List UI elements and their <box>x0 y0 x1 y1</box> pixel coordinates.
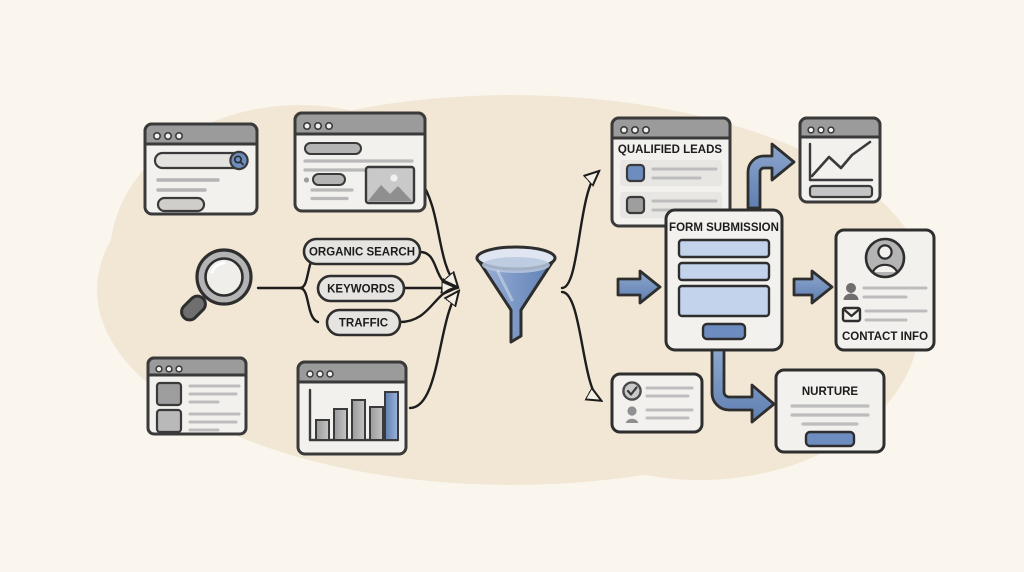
form-textarea[interactable] <box>677 284 771 318</box>
analytics-window[interactable] <box>798 116 882 204</box>
window-dots <box>306 370 334 378</box>
analytics-footer-bar <box>808 184 874 199</box>
search-icon <box>233 155 244 166</box>
form-submission-card[interactable]: FORM SUBMISSION <box>664 208 784 352</box>
task-lines-2 <box>645 408 694 420</box>
task-list-card[interactable] <box>610 372 704 434</box>
contact-name-lines <box>862 286 928 299</box>
stage-label-text: TRAFFIC <box>339 318 388 330</box>
stage-label-text: KEYWORDS <box>327 284 395 296</box>
window-dots <box>153 132 184 141</box>
list-text-lines <box>188 384 241 432</box>
stage-label-traffic[interactable]: TRAFFIC <box>325 308 402 337</box>
window-dots <box>619 126 650 135</box>
window-dots <box>807 126 835 134</box>
heading-pill <box>304 142 362 155</box>
nurture-text-lines <box>790 404 870 426</box>
avatar <box>864 237 906 279</box>
lead-row-1[interactable] <box>620 160 722 186</box>
text-lines <box>156 178 220 192</box>
curved-arrow-form-to-nurture <box>710 348 776 424</box>
thumbnail-1 <box>155 381 183 407</box>
contact-info-title: CONTACT INFO <box>842 331 928 343</box>
stage-label-organic-search[interactable]: ORGANIC SEARCH <box>302 237 422 266</box>
form-submit-button[interactable] <box>701 322 747 341</box>
cta-button[interactable] <box>156 196 206 213</box>
nurture-cta-button[interactable] <box>804 430 856 448</box>
curved-arrow-leads-to-analytics <box>746 142 796 210</box>
stage-label-text: ORGANIC SEARCH <box>309 247 415 259</box>
qualified-leads-title: QUALIFIED LEADS <box>618 144 722 156</box>
line-chart-series <box>810 140 872 178</box>
subheading-pill <box>312 173 346 186</box>
search-input[interactable] <box>153 150 249 171</box>
person-icon <box>625 406 639 423</box>
image-placeholder <box>364 165 416 205</box>
bar-chart-bars <box>315 391 399 441</box>
thumbnail-2 <box>155 408 183 434</box>
nurture-card[interactable]: NURTURE <box>774 368 886 454</box>
content-page-window[interactable] <box>293 111 427 213</box>
list-layout-window[interactable] <box>146 356 248 436</box>
check-circle-icon <box>622 381 642 401</box>
bullet-dot <box>303 177 310 183</box>
funnel-icon <box>475 245 557 344</box>
magnifier-icon <box>180 248 253 322</box>
lead-text-lines <box>651 167 718 180</box>
contact-info-card[interactable]: CONTACT INFO <box>834 228 936 352</box>
nurture-title: NURTURE <box>802 386 859 398</box>
task-lines-1 <box>645 386 694 398</box>
window-dots <box>302 122 333 131</box>
person-icon <box>843 283 859 300</box>
envelope-icon <box>841 306 862 323</box>
bar-chart-window[interactable] <box>296 360 408 456</box>
stage-label-keywords[interactable]: KEYWORDS <box>316 274 406 303</box>
form-field-2[interactable] <box>677 261 771 282</box>
blue-arrow-to-form <box>616 269 662 305</box>
contact-email-lines <box>864 309 928 322</box>
form-field-1[interactable] <box>677 238 771 259</box>
search-browser-window[interactable] <box>143 122 259 216</box>
window-dots <box>155 365 183 373</box>
blue-arrow-to-contact <box>792 269 834 305</box>
form-submission-title: FORM SUBMISSION <box>669 222 779 234</box>
line-chart-axes <box>808 142 874 182</box>
